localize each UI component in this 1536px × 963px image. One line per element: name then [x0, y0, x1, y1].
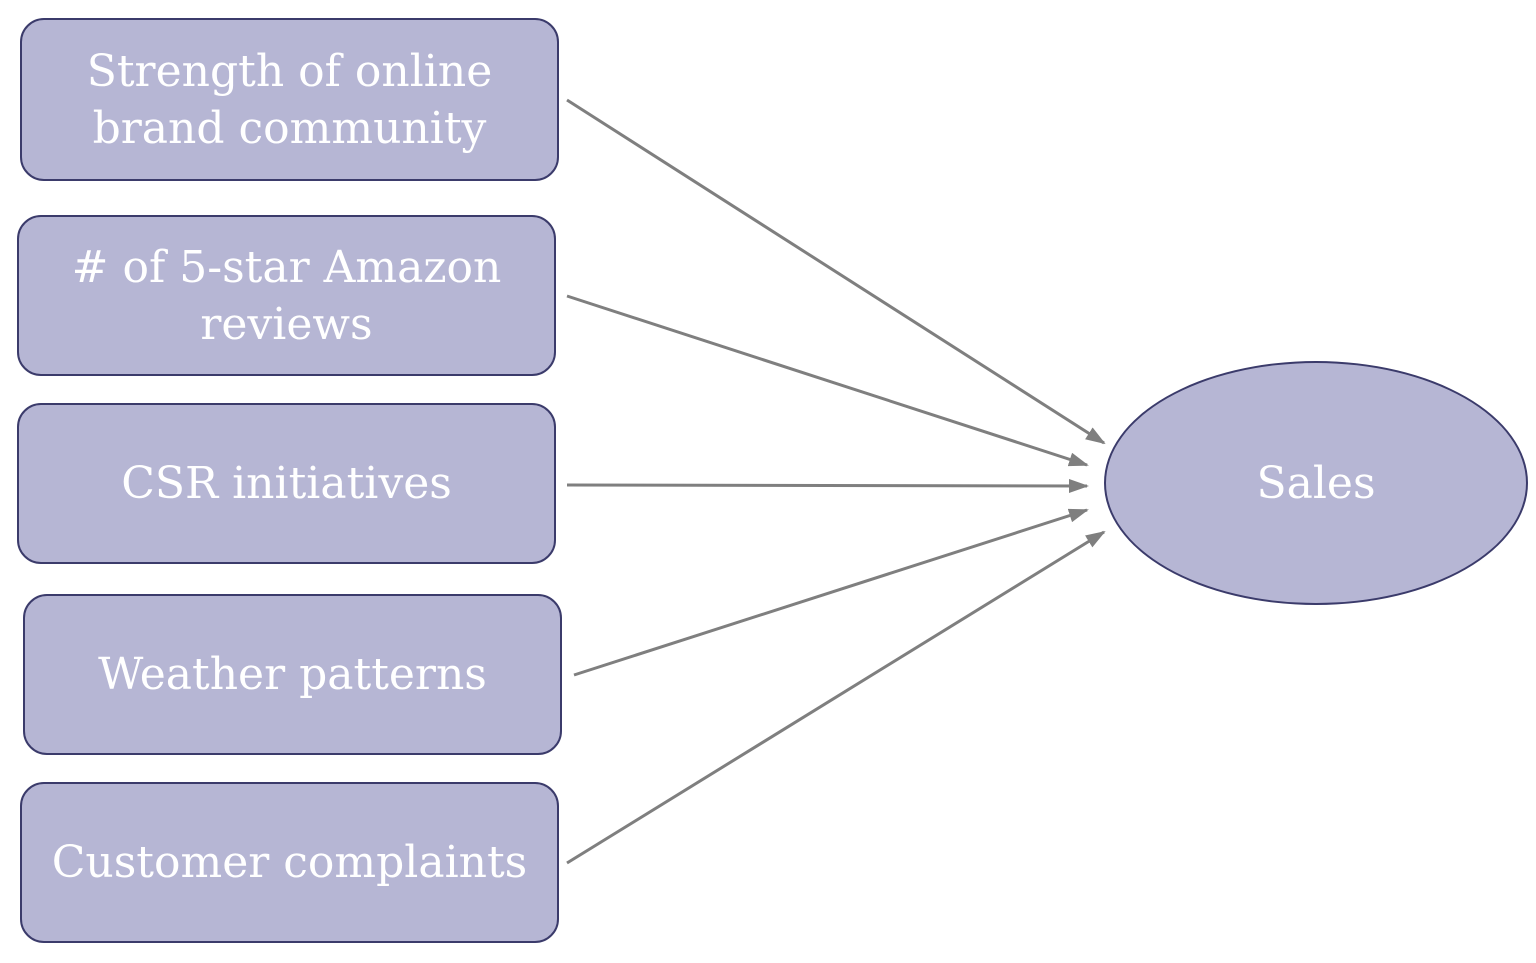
arrow-weather-to-sales [573, 508, 1089, 677]
node-label: Sales [1256, 457, 1376, 509]
arrow-reviews-to-sales [566, 294, 1089, 467]
node-5-star-amazon-reviews: # of 5-star Amazon reviews [17, 215, 556, 376]
node-label: CSR initiatives [121, 458, 452, 509]
node-label: Strength of online brand community [86, 45, 493, 154]
node-strength-of-online-brand-community: Strength of online brand community [20, 18, 559, 181]
arrow-complaints-to-sales [566, 530, 1106, 865]
node-label: # of 5-star Amazon reviews [71, 241, 502, 350]
node-sales: Sales [1104, 361, 1528, 605]
arrow-csr-to-sales [566, 478, 1089, 493]
node-csr-initiatives: CSR initiatives [17, 403, 556, 564]
arrow-strength-to-sales [566, 98, 1106, 445]
node-label: Weather patterns [98, 649, 487, 700]
node-customer-complaints: Customer complaints [20, 782, 559, 943]
node-weather-patterns: Weather patterns [23, 594, 562, 755]
node-label: Customer complaints [51, 837, 528, 888]
